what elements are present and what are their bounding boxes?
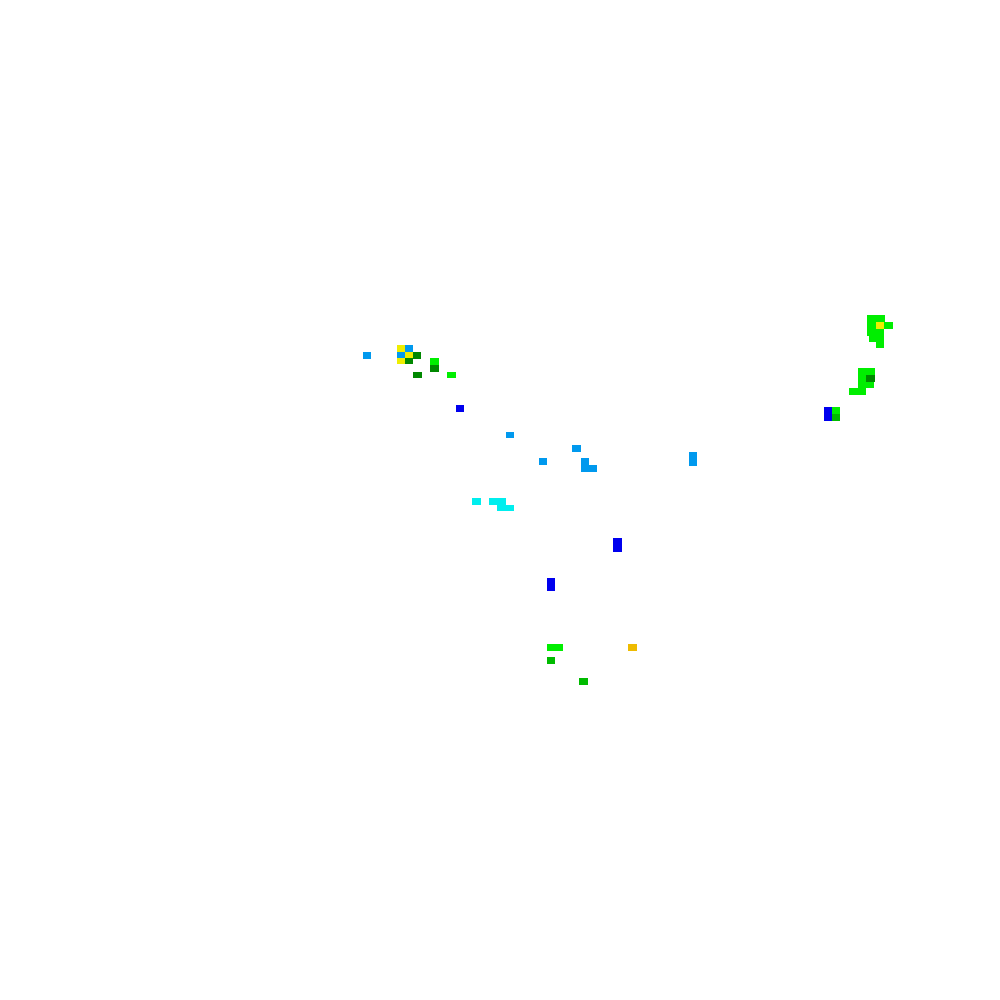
raster-cell-bright-green — [858, 375, 866, 382]
raster-cell-gold — [628, 644, 637, 651]
raster-cell-light-blue — [363, 352, 371, 359]
raster-cell-light-blue — [581, 458, 589, 465]
raster-cell-bright-green — [858, 368, 875, 376]
raster-cell-blue — [824, 407, 832, 414]
raster-cell-bright-green — [867, 315, 885, 323]
raster-cell-green — [579, 678, 588, 685]
raster-cell-blue — [456, 405, 464, 412]
raster-cell-bright-green — [832, 407, 840, 414]
raster-cell-bright-green — [869, 336, 884, 342]
raster-cell-bright-green — [430, 358, 439, 365]
raster-cell-blue — [824, 414, 832, 421]
raster-cell-bright-green — [867, 322, 876, 329]
raster-cell-dark-green — [405, 358, 413, 364]
raster-cell-green — [547, 657, 555, 664]
raster-cell-bright-green — [547, 644, 563, 651]
raster-cell-cyan — [497, 505, 514, 511]
raster-cell-bright-green — [867, 329, 884, 336]
raster-cell-blue — [613, 538, 622, 552]
raster-cell-yellow — [876, 322, 884, 329]
raster-cell-yellow — [397, 358, 405, 364]
raster-cell-light-blue — [539, 458, 547, 465]
raster-cell-dark-green — [866, 375, 875, 382]
raster-cell-dark-green — [413, 352, 421, 359]
raster-cell-bright-green — [866, 382, 874, 388]
raster-cell-light-blue — [689, 452, 697, 466]
raster-cell-bright-green — [884, 322, 893, 329]
raster-cell-light-blue — [581, 465, 597, 472]
raster-cell-bright-green — [858, 382, 866, 388]
raster-cell-dark-green — [413, 372, 422, 378]
raster-cell-light-blue — [506, 432, 514, 438]
raster-cell-bright-green — [849, 388, 866, 395]
raster-cell-light-blue — [397, 352, 405, 359]
raster-cell-bright-green — [876, 342, 884, 348]
raster-cell-cyan — [489, 498, 506, 505]
raster-cell-bright-green — [447, 372, 456, 378]
raster-cell-yellow — [397, 345, 405, 352]
raster-cell-dark-green — [430, 365, 439, 372]
raster-cell-blue — [547, 578, 555, 591]
raster-cell-green — [832, 414, 840, 421]
raster-cell-light-blue — [405, 345, 413, 352]
raster-cell-cyan — [472, 498, 481, 505]
raster-cell-light-blue — [572, 445, 581, 452]
raster-cell-yellow — [405, 352, 413, 359]
